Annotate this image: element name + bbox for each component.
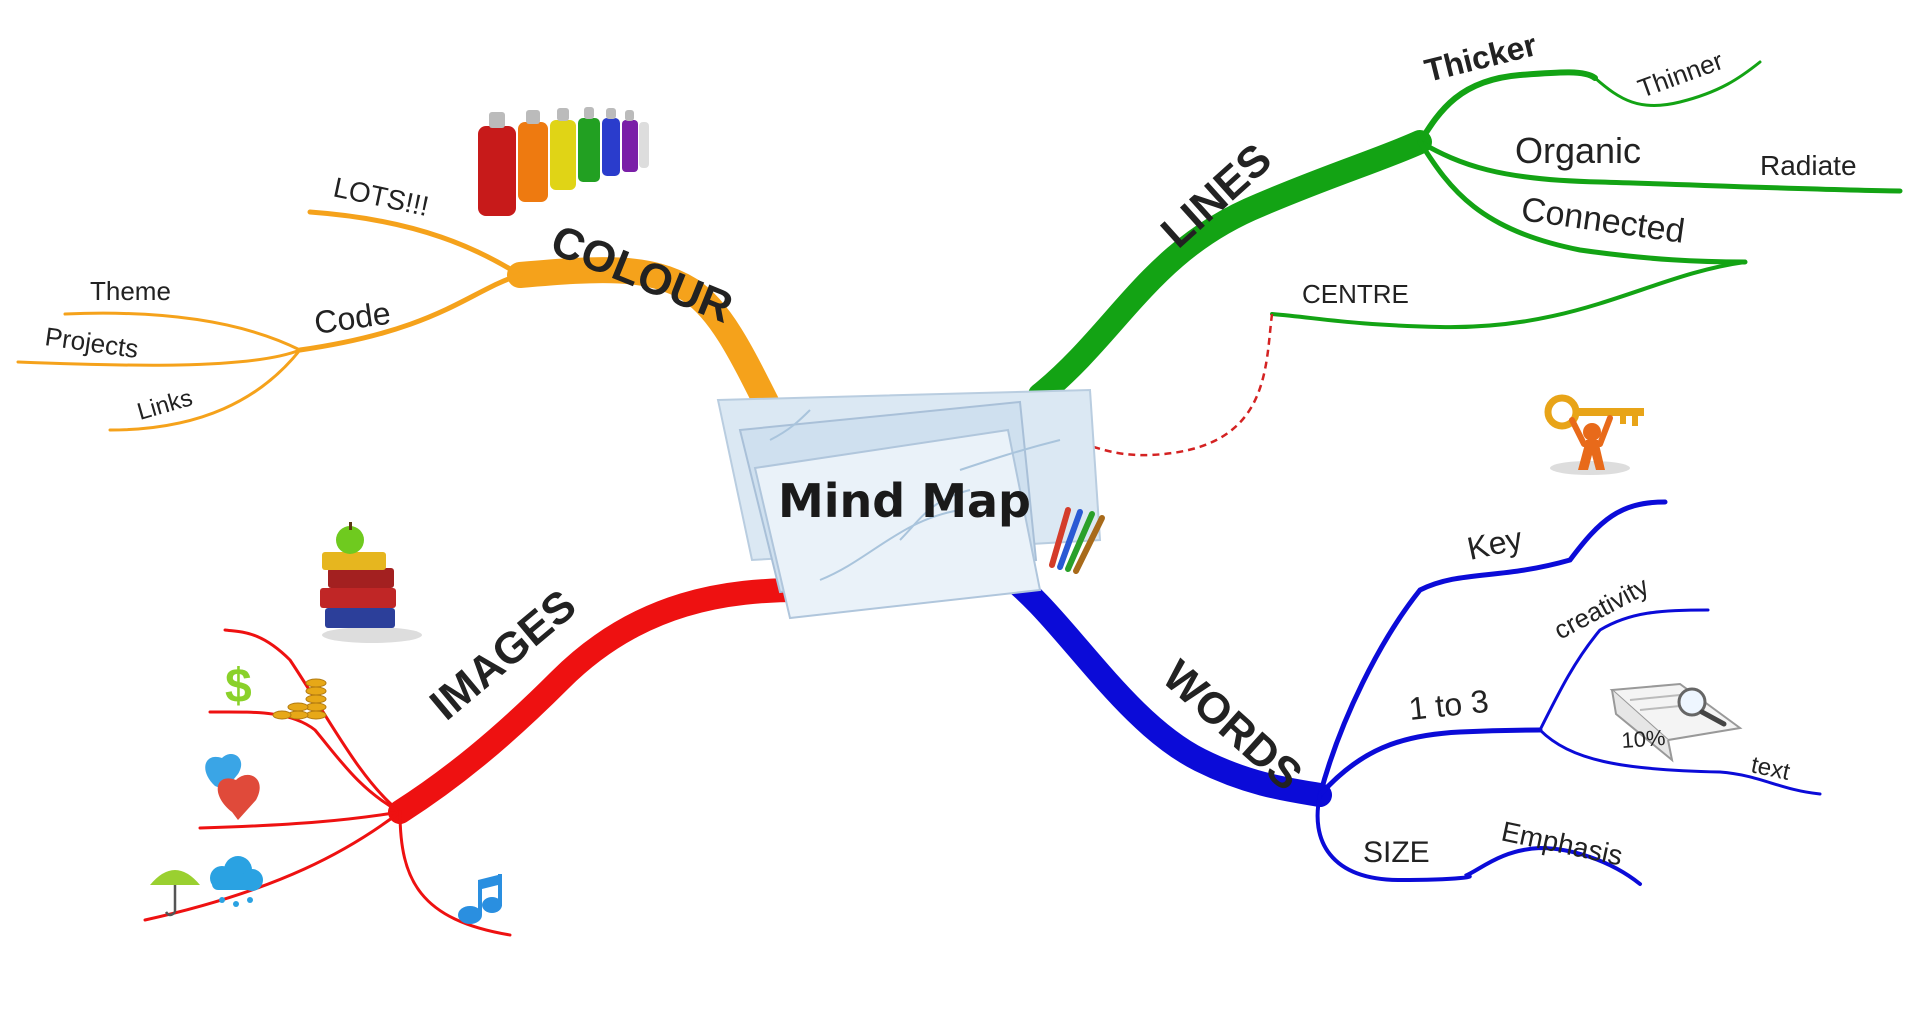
thinner-label: Thinner	[1634, 45, 1727, 103]
umbrella-rain-icon	[150, 856, 263, 915]
theme-label: Theme	[90, 276, 171, 306]
images-line-5	[400, 812, 510, 935]
creativity-label: creativity	[1549, 571, 1654, 646]
emphasis-label: Emphasis	[1499, 816, 1626, 872]
images-line-3	[200, 812, 400, 828]
spray-cans-icon	[478, 107, 649, 216]
radiate-label: Radiate	[1760, 150, 1857, 181]
centre-label: CENTRE	[1302, 279, 1409, 309]
dollar-coins-icon: $	[225, 660, 326, 719]
center-title: Mind Map	[778, 474, 1031, 528]
words-line-to-1to3	[1320, 730, 1540, 795]
colour-branch	[18, 212, 770, 430]
key-label: Key	[1464, 520, 1525, 567]
size-label: SIZE	[1363, 836, 1430, 869]
images-label: IMAGES	[421, 581, 585, 730]
projects-label: Projects	[43, 321, 140, 364]
ten-percent-label: 10%	[1621, 725, 1667, 753]
images-line-4	[145, 812, 400, 920]
dashed-link	[1090, 314, 1272, 455]
links-label: Links	[134, 384, 195, 425]
key-figure-icon	[1548, 398, 1644, 475]
thicker-label: Thicker	[1421, 26, 1540, 88]
text-label: text	[1749, 751, 1793, 786]
colour-line-to-lots	[310, 212, 520, 275]
music-note-icon	[458, 874, 502, 924]
books-apple-icon	[320, 522, 422, 643]
organic-label: Organic	[1515, 130, 1641, 171]
one-to-three-label: 1 to 3	[1407, 683, 1490, 727]
svg-text:$: $	[225, 660, 252, 713]
hearts-icon	[205, 754, 259, 820]
